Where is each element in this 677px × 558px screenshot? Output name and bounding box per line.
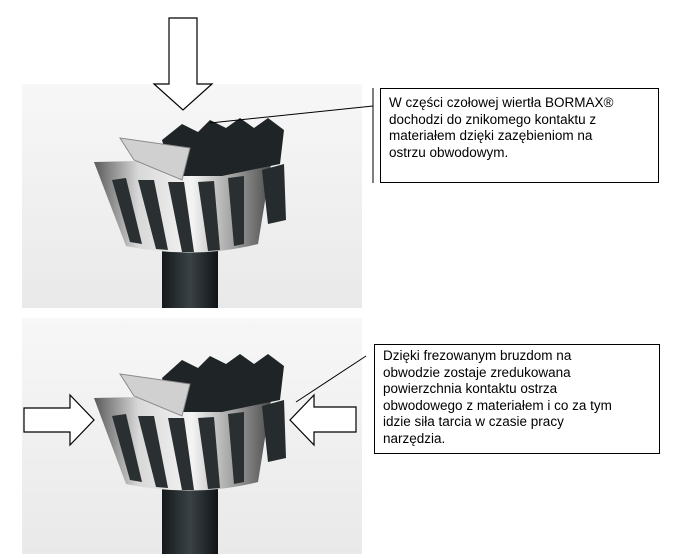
drill-rim [162,354,284,412]
drill-spur [262,400,286,462]
drill-shank [162,484,218,554]
drill-rim [162,118,284,176]
cutting-blade [118,373,191,417]
cutting-blade [118,137,191,181]
callout-top-text: W części czołowej wiertła BORMAX® dochod… [389,95,614,160]
callout-bottom: Dzięki frezowanym bruzdom na obwodzie zo… [374,344,660,454]
callout-bottom-text: Dzięki frezowanym bruzdom na obwodzie zo… [383,348,612,446]
drill-photo-bottom [22,318,362,554]
drill-spur [262,164,286,224]
callout-top: W części czołowej wiertła BORMAX® dochod… [380,88,659,183]
drill-flutes [112,412,244,490]
drill-photo-top [22,84,362,308]
drill-flutes [112,176,244,252]
